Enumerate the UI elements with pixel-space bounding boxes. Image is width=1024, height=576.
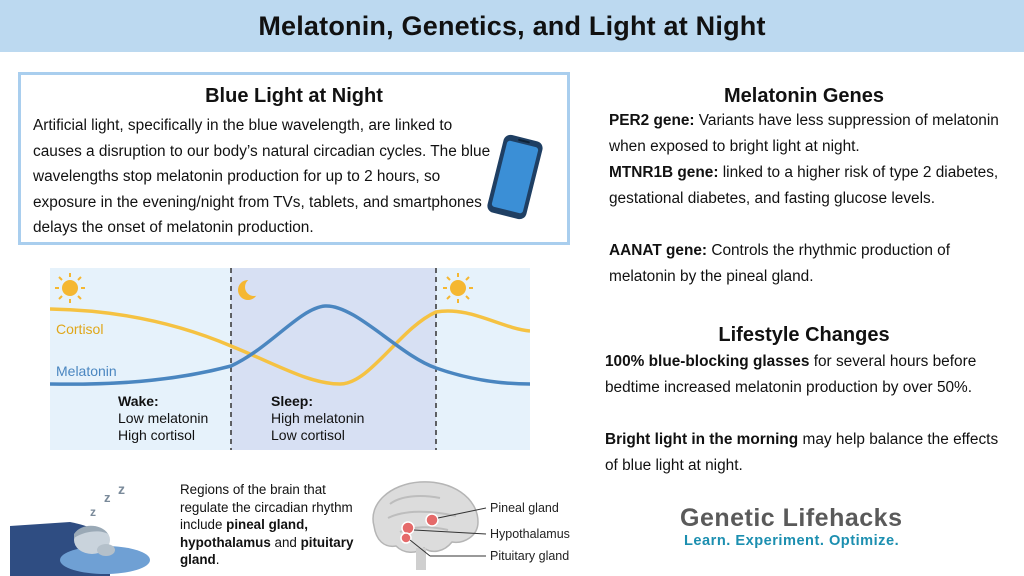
lifestyle-item-1: 100% blue-blocking glasses for several h… [605,349,1000,401]
pituitary-pointer-a [409,539,431,557]
brain-text-mid: and [270,534,301,550]
lifestyle-item-2-bold: Bright light in the morning [605,431,799,448]
page-title: Melatonin, Genetics, and Light at Night [258,10,766,41]
per2-gene-name: PER2 gene: [609,112,695,129]
aanat-gene-text: Controls the rhythmic production of mela… [609,242,950,285]
brain-text-bold-2: pituitary gland [180,534,354,568]
pillow-shape [60,546,150,574]
sleeping-person-illustration: z z z [10,481,150,576]
mtnr1b-gene-name: MTNR1B gene: [609,164,719,181]
lifestyle-item-2-text: may help balance the effects of blue lig… [605,431,999,474]
brain-stem [416,548,426,570]
brand-tagline: Learn. Experiment. Optimize. [684,533,900,549]
sleep-line-1: High melatonin [271,410,364,426]
brain-text-end: . [215,552,220,568]
brain-regions-text: Regions of the brain that regulate the c… [180,481,360,569]
brain-illustration [372,481,487,570]
mtnr1b-paragraph: MTNR1B gene: linked to a higher risk of … [609,160,1004,212]
sun-icon-2 [443,273,473,303]
sleep-letter-2: z [104,490,111,505]
melatonin-label: Melatonin [56,363,117,379]
sleep-letter-3: z [90,505,96,519]
circadian-cycle-chart: Cortisol Melatonin Wake: Low melatonin H… [50,268,530,450]
wake-line-1: Low melatonin [118,410,208,426]
lifestyle-item-2: Bright light in the morning may help bal… [605,427,1000,479]
cortisol-curve [50,307,530,386]
moon-icon [238,278,263,300]
aanat-gene-name: AANAT gene: [609,242,708,259]
brain-text-intro: Regions of the brain that regulate the c… [180,482,353,533]
mtnr1b-gene-text: linked to a higher risk of type 2 diabet… [609,164,999,207]
brand-logo: Genetic Lifehacks [680,504,903,532]
hypothalamus-pointer [413,529,487,535]
sleep-title: Sleep: [271,393,313,409]
aanat-paragraph: AANAT gene: Controls the rhythmic produc… [609,238,1004,290]
lifestyle-heading: Lifestyle Changes [718,324,890,346]
blue-light-body: Artificial light, specifically in the bl… [33,117,491,237]
lifestyle-item-1-bold: 100% blue-blocking glasses [605,353,810,370]
hand-shape [97,544,115,556]
smartphone-icon [487,134,543,220]
cortisol-label: Cortisol [56,321,103,337]
blue-light-box: Blue Light at Night Artificial light, sp… [18,72,570,245]
pituitary-gland-marker [400,532,412,544]
brain-text-bold-1: pineal gland, hypothalamus [180,517,308,550]
per2-gene-text: Variants have less suppression of melato… [609,112,999,155]
pineal-gland-marker [425,513,439,527]
lifestyle-item-1-text: for several hours before bedtime increas… [605,353,977,396]
wake-title: Wake: [118,393,159,409]
pineal-gland-label: Pineal gland [490,501,559,515]
sleep-line-2: Low cortisol [271,427,345,443]
hair-shape [74,525,108,538]
day-background-2 [436,268,530,450]
sun-icon [55,273,85,303]
sleep-letter-1: z [118,481,125,497]
per2-paragraph: PER2 gene: Variants have less suppressio… [609,108,1004,160]
blue-light-heading: Blue Light at Night [205,85,383,107]
hypothalamus-label: Hypothalamus [490,527,570,541]
pineal-pointer [437,507,487,519]
pituitary-gland-label: Pituitary gland [490,549,570,563]
hypothalamus-marker [401,521,415,535]
wake-line-2: High cortisol [118,427,195,443]
melatonin-curve [50,304,530,386]
title-bar: Melatonin, Genetics, and Light at Night [0,0,1024,52]
genes-heading: Melatonin Genes [723,85,885,107]
